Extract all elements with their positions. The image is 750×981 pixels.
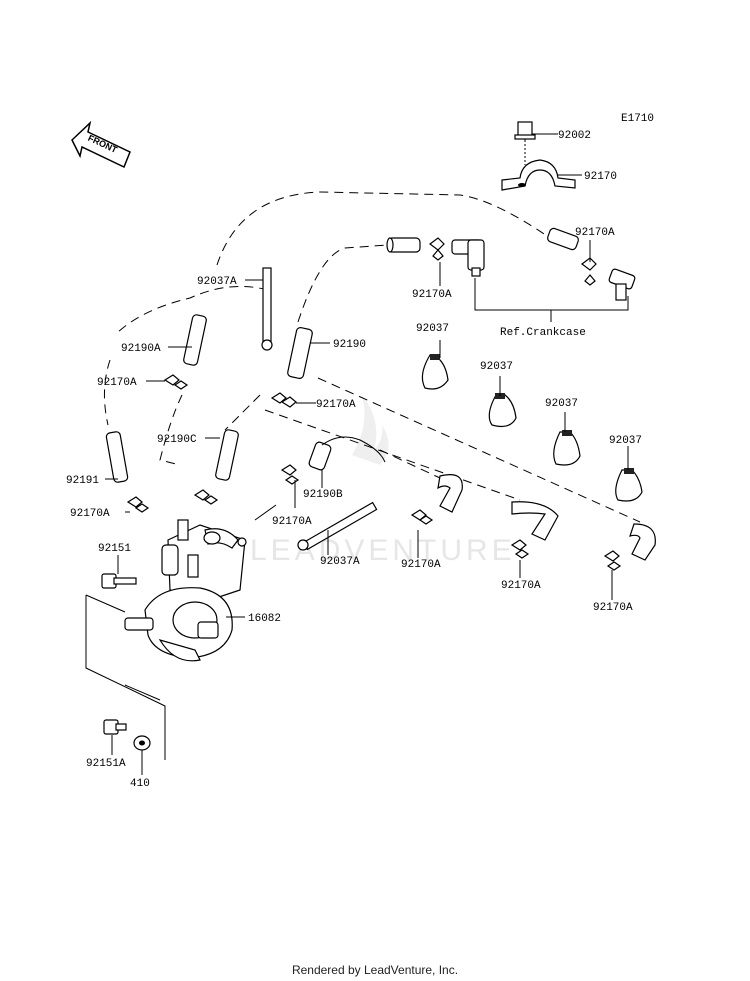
bolt-92002 <box>514 121 536 165</box>
callout-92170: 92170 <box>584 171 617 183</box>
callout-92037-2: 92037 <box>480 361 513 373</box>
strap-92037A-bottom <box>297 501 378 551</box>
callout-92170A-center: 92170A <box>272 516 312 528</box>
hose-92190B <box>308 436 386 471</box>
bent-hose-1 <box>437 474 463 513</box>
fitting-elbow-1 <box>451 239 485 277</box>
oil-pump-16082 <box>124 519 247 662</box>
clip-top-right <box>581 257 597 286</box>
footer-credit: Rendered by LeadVenture, Inc. <box>291 963 459 977</box>
watermark: LEADVENTURE <box>250 395 516 567</box>
callout-92037A-bottom: 92037A <box>320 556 360 568</box>
callout-92037-3: 92037 <box>545 398 578 410</box>
callout-92037-4: 92037 <box>609 435 642 447</box>
callout-92191: 92191 <box>66 475 99 487</box>
callout-92037A-top: 92037A <box>197 276 237 288</box>
callout-92170A-mid: 92170A <box>316 399 356 411</box>
screw-92151A <box>103 719 127 735</box>
clamp-92170 <box>501 159 576 191</box>
callout-92190A: 92190A <box>121 343 161 355</box>
hose-92190A <box>183 314 207 366</box>
callout-92170A-top-right: 92170A <box>575 227 615 239</box>
callout-92037-1: 92037 <box>416 323 449 335</box>
callout-92170A-bottom-3: 92170A <box>593 602 633 614</box>
svg-text:LEADVENTURE: LEADVENTURE <box>250 534 516 567</box>
callout-92190B: 92190B <box>303 489 343 501</box>
hose-top-right <box>547 227 579 251</box>
strap-92037A-top <box>261 267 273 351</box>
clamp-92037-1 <box>421 354 449 390</box>
clip-top-middle <box>429 237 445 261</box>
callout-92170A-left-1: 92170A <box>97 377 137 389</box>
clip-pump <box>193 489 219 505</box>
bolt-92151 <box>101 573 137 589</box>
callout-92190C: 92190C <box>157 434 197 446</box>
hose-routing-lines <box>103 191 641 523</box>
clamp-92037-2 <box>488 393 517 428</box>
hose-92190C <box>215 429 239 481</box>
clip-mid <box>270 392 297 408</box>
callout-92170A-top-mid: 92170A <box>412 289 452 301</box>
bent-hose-3 <box>629 523 656 561</box>
callout-92151A: 92151A <box>86 758 126 770</box>
hose-92191 <box>105 431 129 483</box>
callout-410: 410 <box>130 778 150 790</box>
callout-16082: 16082 <box>248 613 281 625</box>
callout-92170A-bottom-1: 92170A <box>401 559 441 571</box>
callout-92170A-bottom-2: 92170A <box>501 580 541 592</box>
clip-b1 <box>410 509 434 525</box>
clip-center <box>280 464 300 485</box>
bent-hose-2 <box>511 501 559 541</box>
callout-92190: 92190 <box>333 339 366 351</box>
clip-b3 <box>603 550 622 571</box>
callout-92002: 92002 <box>558 130 591 142</box>
clamp-92037-3 <box>553 430 581 466</box>
washer-410 <box>133 735 151 751</box>
clamp-92037-4 <box>615 468 643 502</box>
fitting-elbow-2 <box>608 268 636 301</box>
callout-92151: 92151 <box>98 543 131 555</box>
diagram-code: E1710 <box>621 113 654 125</box>
clip-left-1 <box>163 374 189 390</box>
clip-b2 <box>510 539 530 559</box>
callout-92170A-left-2: 92170A <box>70 508 110 520</box>
callout-ref-crankcase: Ref.Crankcase <box>500 327 586 339</box>
front-arrow-icon: FRONT <box>71 120 131 169</box>
hose-top-middle <box>386 237 421 253</box>
leader-lines <box>105 240 629 775</box>
hose-92190 <box>287 327 313 379</box>
clip-left-2 <box>126 496 150 513</box>
